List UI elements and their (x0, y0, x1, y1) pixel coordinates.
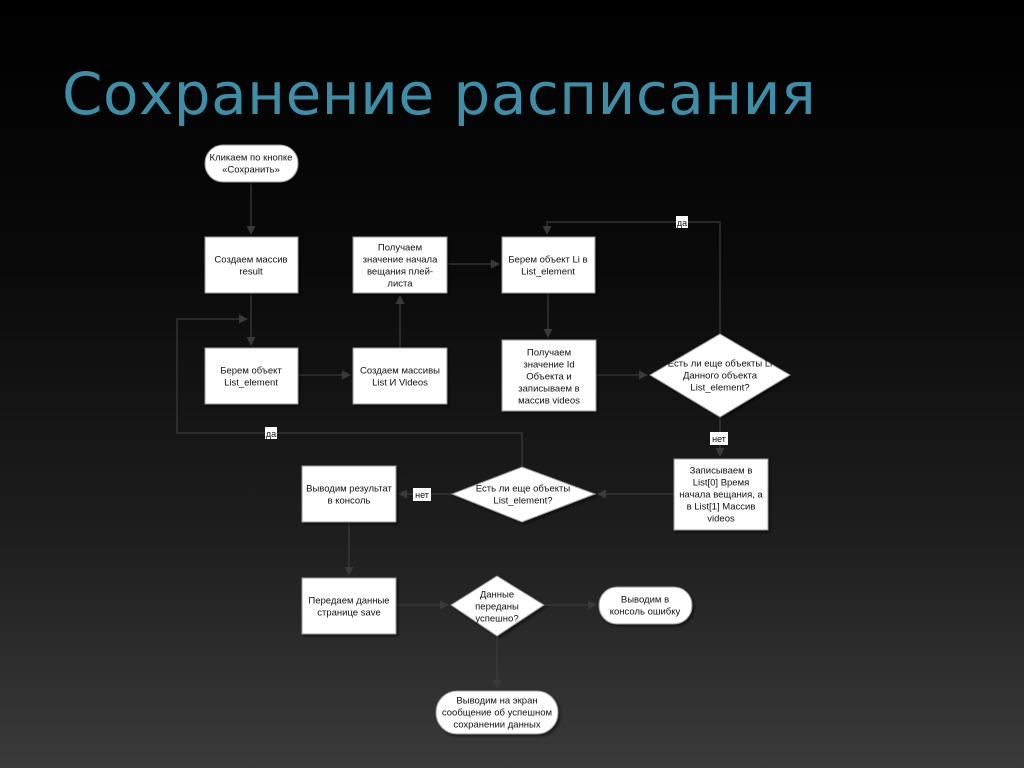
node-label-line: Создаем массивы (360, 366, 440, 377)
node-label-line: Записываем в (690, 466, 753, 477)
node-label-line: Данного объекта (683, 371, 758, 382)
node-label-line: значение начала (363, 255, 438, 266)
node-label-line: Есть ли еще объекты Li (668, 359, 772, 370)
node-label-line: List_element? (493, 496, 552, 507)
svg-text:Кликаем по кнопке«Сохранить»: Кликаем по кнопке«Сохранить» (210, 153, 293, 176)
node-label-line: начала вещания, а (679, 490, 763, 501)
node-start: Кликаем по кнопке«Сохранить» (204, 144, 299, 183)
node-label-line: Выводим результат (306, 484, 392, 495)
node-label-line: Выводим в (621, 595, 669, 606)
node-label-line: Берем объект (220, 366, 282, 377)
node-label-line: записываем в (518, 384, 579, 395)
node-label-line: в консоль (328, 496, 371, 507)
edge-label-yes-li: да (676, 216, 688, 228)
node-label-line: массив videos (518, 396, 580, 407)
node-label-line: сообщение об успешном (442, 708, 552, 719)
node-label-line: Получаем (527, 348, 571, 359)
node-label-line: Получаем (378, 243, 422, 254)
node-label-line: List И Videos (372, 378, 428, 389)
node-label-line: значение Id (523, 360, 574, 371)
edge-more-li-yes-to-take-li (542, 221, 721, 334)
edge-more-objects-yes-to-take-list-element (176, 314, 523, 467)
node-label-line: сохранении данных (453, 720, 541, 731)
node-label-line: Берем объект Li в (508, 255, 587, 266)
svg-text:да: да (266, 429, 276, 439)
node-label-line: в List[1] Массив (687, 502, 756, 513)
edge-label-no-objects: нет (413, 488, 431, 501)
node-label-line: вещания плей- (367, 267, 433, 278)
node-label-line: Создаем массив (214, 255, 287, 266)
svg-text:нет: нет (712, 434, 726, 444)
node-label-line: result (239, 267, 263, 278)
nodes: Кликаем по кнопке«Сохранить» Создаем мас… (204, 144, 791, 735)
node-label-line: List[0] Время (693, 478, 750, 489)
node-label-line: Выводим на экран (456, 696, 537, 707)
slide-title: Сохранение расписания (62, 60, 817, 128)
node-label-line: List_element (224, 378, 278, 389)
node-label-line: переданы (475, 602, 519, 613)
node-label-line: Есть ли еще объекты (476, 484, 571, 495)
node-label-line: консоль ошибку (610, 607, 681, 618)
node-label-line: успешно? (475, 614, 518, 625)
node-label-line: Объекта и (526, 372, 571, 383)
svg-text:да: да (677, 218, 687, 228)
node-label-line: «Сохранить» (222, 165, 280, 176)
node-label-line: Кликаем по кнопке (210, 153, 293, 164)
edges (176, 182, 725, 689)
node-label-line: List_element? (690, 383, 749, 394)
edge-label-yes-objects: да (265, 427, 277, 439)
svg-text:нет: нет (415, 490, 429, 500)
node-label-line: странице save (317, 608, 381, 619)
edge-labels: да нет да нет (265, 216, 728, 501)
node-label-line: Данные (480, 590, 514, 601)
edge-label-no-li: нет (710, 432, 728, 445)
node-label-line: List_element (521, 267, 575, 278)
node-label-line: листа (387, 279, 413, 290)
node-label-line: Передаем данные (308, 596, 389, 607)
node-label-line: videos (707, 514, 735, 525)
